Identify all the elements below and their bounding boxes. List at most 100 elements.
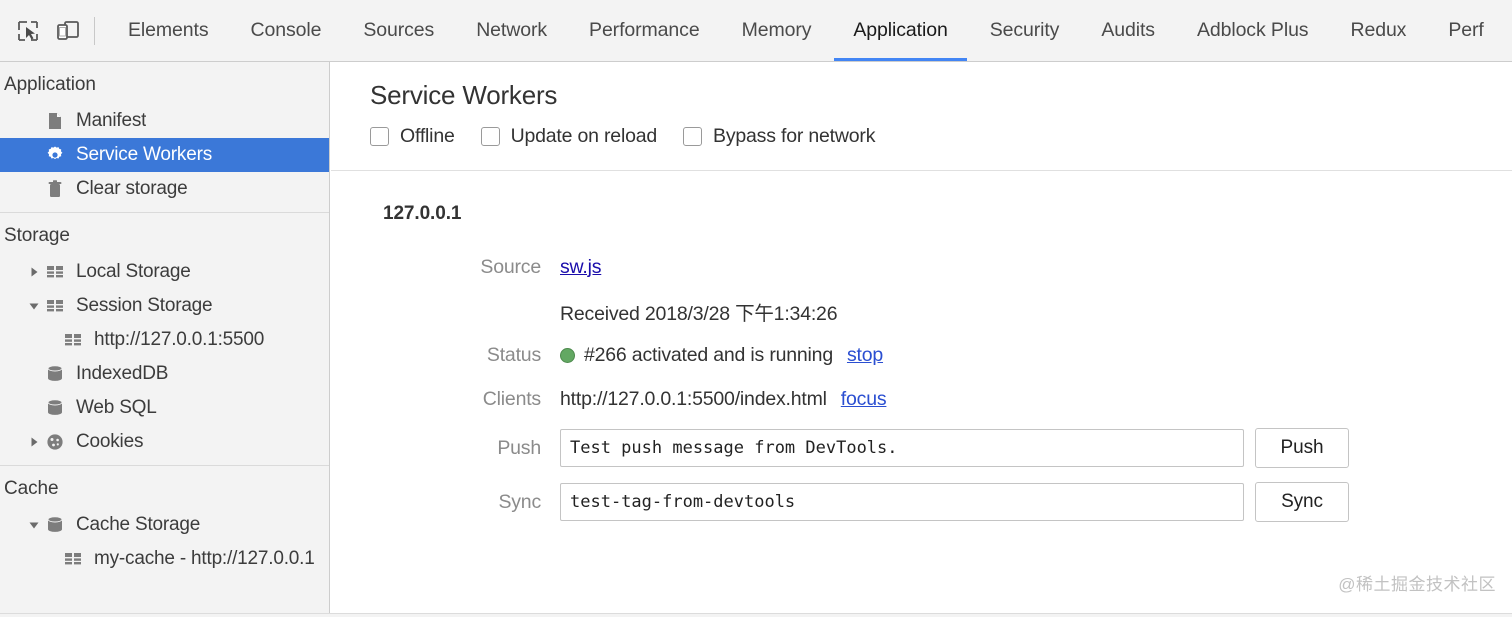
sw-source-value: sw.js <box>560 256 601 279</box>
database-icon <box>44 363 66 385</box>
checkbox-update-on-reload[interactable] <box>480 127 500 146</box>
push-message-input[interactable] <box>560 429 1244 467</box>
sw-push-row: Push Push <box>331 421 1512 475</box>
sidebar-item-my-cache-http-127-0-0-1[interactable]: my-cache - http://127.0.0.1 <box>0 542 329 576</box>
table-icon <box>62 329 84 351</box>
table-icon <box>44 295 66 317</box>
sw-options-row: Offline Update on reload Bypass for networ… <box>331 111 1512 148</box>
status-running-indicator-icon <box>560 347 575 363</box>
sidebar-item-label: IndexedDB <box>76 363 169 384</box>
sync-tag-input[interactable] <box>560 483 1244 521</box>
sidebar-section-divider <box>0 212 329 213</box>
chevron-right-icon[interactable] <box>26 266 42 278</box>
panel-divider <box>331 170 1512 171</box>
sidebar-section-title-storage: Storage <box>4 225 70 246</box>
sw-status-label: Status <box>486 343 541 366</box>
sw-sync-row: Sync Sync <box>331 475 1512 529</box>
sw-received-text: Received 2018/3/28 下午1:34:26 <box>560 302 838 325</box>
sidebar-section-title-application: Application <box>4 74 96 95</box>
trash-icon <box>44 178 66 200</box>
sidebar-item-clear-storage[interactable]: Clear storage <box>0 172 329 206</box>
option-label: Update on reload <box>510 125 658 147</box>
sw-clients-label: Clients <box>482 387 541 410</box>
sidebar-item-label: Local Storage <box>76 261 191 282</box>
sw-sync-controls: Sync <box>560 482 1349 522</box>
tab-security[interactable]: Security <box>989 19 1060 41</box>
tab-performance[interactable]: Performance <box>589 19 700 41</box>
tab-perf[interactable]: Perf <box>1448 19 1484 41</box>
tab-sources[interactable]: Sources <box>363 19 435 41</box>
chevron-down-icon[interactable] <box>26 300 42 312</box>
sw-received-row: Received 2018/3/28 下午1:34:26 <box>331 289 1512 333</box>
sidebar-item-http-127-0-0-1-5500[interactable]: http://127.0.0.1:5500 <box>0 323 329 357</box>
checkbox-bypass-for-network[interactable] <box>683 127 703 146</box>
sidebar-item-label: Cache Storage <box>76 514 201 535</box>
sidebar-item-label: Cookies <box>76 431 144 452</box>
table-icon <box>44 261 66 283</box>
option-label: Bypass for network <box>713 125 876 147</box>
sw-focus-link[interactable]: focus <box>840 387 887 410</box>
sw-status-value: #266 activated and is running stop <box>560 344 883 367</box>
sw-status-text: #266 activated and is running <box>584 343 833 366</box>
option-label: Offline <box>400 125 455 147</box>
sw-source-row: Source sw.js <box>331 245 1512 289</box>
tab-network[interactable]: Network <box>476 19 548 41</box>
sw-push-controls: Push <box>560 428 1349 468</box>
devtools-toolbar: Elements Console Sources Network Performance… <box>0 0 1512 62</box>
push-button[interactable]: Push <box>1255 428 1349 468</box>
sw-origin-label: 127.0.0.1 <box>383 203 462 224</box>
sw-clients-row: Clients http://127.0.0.1:5500/index.html… <box>331 377 1512 421</box>
device-toolbar-icon[interactable] <box>48 11 88 51</box>
sidebar-item-label: Web SQL <box>76 397 157 418</box>
manifest-file-icon <box>44 110 66 132</box>
sidebar-item-label: Manifest <box>76 110 147 131</box>
inspect-element-icon[interactable] <box>8 11 48 51</box>
panel-tabs: Elements Console Sources Network Performance… <box>107 0 1505 61</box>
table-icon <box>62 548 84 570</box>
sidebar-item-session-storage[interactable]: Session Storage <box>0 289 329 323</box>
sw-source-link[interactable]: sw.js <box>560 255 602 278</box>
option-offline[interactable]: Offline <box>370 125 455 148</box>
bottom-strip <box>0 613 1512 617</box>
tab-adblock-plus[interactable]: Adblock Plus <box>1196 19 1309 41</box>
sidebar-item-web-sql[interactable]: Web SQL <box>0 391 329 425</box>
sidebar-item-label: Service Workers <box>76 144 213 165</box>
sidebar-item-label: Session Storage <box>76 295 213 316</box>
database-icon <box>44 397 66 419</box>
toolbar-divider <box>94 16 95 45</box>
sync-button[interactable]: Sync <box>1255 482 1349 522</box>
gear-icon <box>44 144 66 166</box>
service-workers-panel: Service Workers Offline Update on reload B… <box>331 62 1512 617</box>
sidebar-item-label: my-cache - http://127.0.0.1 <box>94 548 315 569</box>
toolbar-icon-group <box>0 0 107 61</box>
sidebar-item-cache-storage[interactable]: Cache Storage <box>0 508 329 542</box>
sidebar-item-manifest[interactable]: Manifest <box>0 104 329 138</box>
option-bypass-for-network[interactable]: Bypass for network <box>683 125 875 148</box>
tab-console[interactable]: Console <box>250 19 322 41</box>
sw-clients-value: http://127.0.0.1:5500/index.html focus <box>560 387 887 411</box>
database-icon <box>44 514 66 536</box>
sidebar-section-divider <box>0 465 329 466</box>
tab-audits[interactable]: Audits <box>1101 19 1155 41</box>
page-title: Service Workers <box>370 80 558 110</box>
sw-stop-link[interactable]: stop <box>846 343 884 366</box>
sw-push-label: Push <box>497 436 541 459</box>
sidebar-item-label: http://127.0.0.1:5500 <box>94 329 265 350</box>
sidebar-item-indexeddb[interactable]: IndexedDB <box>0 357 329 391</box>
tab-memory[interactable]: Memory <box>741 19 812 41</box>
tab-application[interactable]: Application <box>832 0 968 61</box>
chevron-right-icon[interactable] <box>26 436 42 448</box>
sw-detail-rows: Source sw.js Received 2018/3/28 下午1:34:2… <box>331 225 1512 529</box>
sidebar-item-cookies[interactable]: Cookies <box>0 425 329 459</box>
sw-status-row: Status #266 activated and is running sto… <box>331 333 1512 377</box>
sidebar-item-local-storage[interactable]: Local Storage <box>0 255 329 289</box>
checkbox-offline[interactable] <box>370 127 389 146</box>
tab-elements[interactable]: Elements <box>128 19 209 41</box>
tab-redux[interactable]: Redux <box>1350 19 1407 41</box>
sidebar-item-service-workers[interactable]: Service Workers <box>0 138 329 172</box>
sidebar-item-label: Clear storage <box>76 178 188 199</box>
chevron-down-icon[interactable] <box>26 519 42 531</box>
option-update-on-reload[interactable]: Update on reload <box>480 125 658 148</box>
